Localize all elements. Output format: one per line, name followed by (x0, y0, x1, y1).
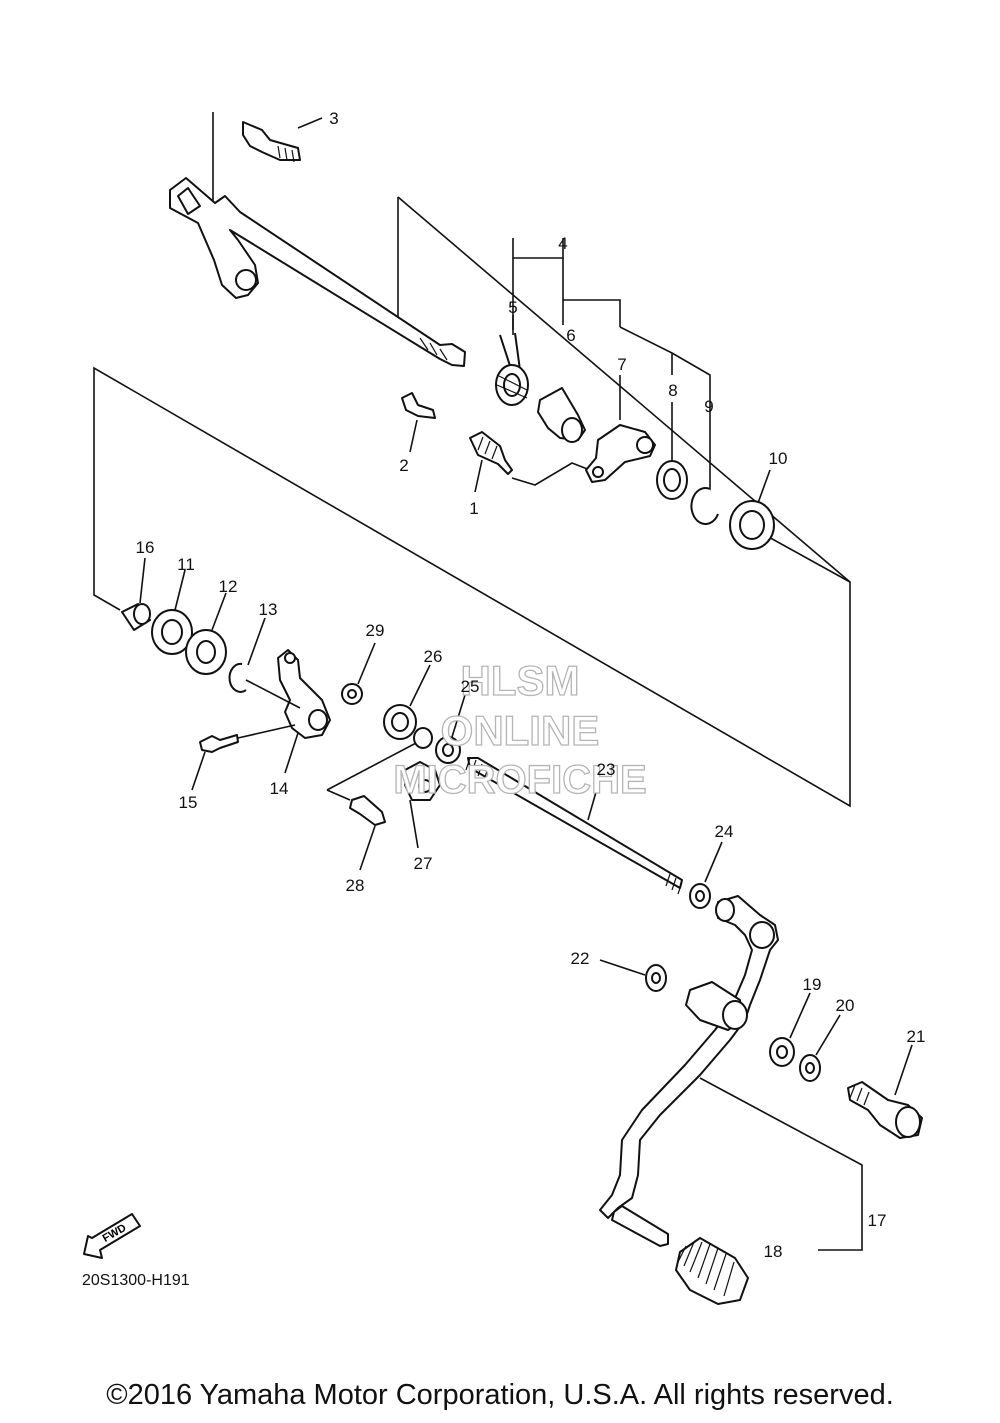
label-23: 23 (597, 760, 616, 779)
part-20-clip (799, 1054, 821, 1082)
part-3-bolt (242, 121, 301, 163)
part-17-pedal (599, 895, 779, 1247)
label-6: 6 (566, 326, 575, 345)
label-22: 22 (571, 949, 590, 968)
label-2: 2 (399, 456, 408, 475)
label-25: 25 (461, 677, 480, 696)
label-24: 24 (715, 822, 734, 841)
part-14-lever (245, 649, 331, 739)
label-13: 13 (259, 600, 278, 619)
part-1-pin (469, 431, 513, 475)
part-26-joint (383, 704, 433, 749)
drawing-code: 20S1300-H191 (82, 1272, 190, 1289)
part-15-bolt (199, 724, 296, 753)
watermark-line-1: HLSM (461, 657, 580, 704)
part-18-rubber (675, 1237, 749, 1305)
label-8: 8 (668, 381, 677, 400)
part-8-washer (656, 460, 688, 500)
part-labels: 1 2 3 4 5 6 7 8 9 10 11 12 13 14 15 16 1… (136, 109, 926, 1261)
label-20: 20 (836, 996, 855, 1015)
part-28-bolt (349, 795, 386, 826)
label-29: 29 (366, 621, 385, 640)
label-18: 18 (764, 1242, 783, 1261)
label-27: 27 (414, 854, 433, 873)
part-24-nut (689, 883, 711, 909)
label-14: 14 (270, 779, 289, 798)
label-7: 7 (617, 355, 626, 374)
watermark: HLSM ONLINE MICROFICHE (393, 656, 648, 802)
part-7-arm (585, 424, 656, 483)
watermark-line-2: ONLINE (441, 707, 600, 754)
part-13-clip (228, 662, 247, 693)
fwd-arrow-icon: FWD (83, 1213, 141, 1259)
part-16-bearing (121, 603, 151, 631)
label-11: 11 (177, 555, 195, 574)
part-9-clip (690, 487, 719, 526)
label-12: 12 (219, 577, 238, 596)
label-5: 5 (508, 298, 517, 317)
label-9: 9 (704, 397, 713, 416)
part-25-nut (435, 736, 461, 764)
part-6-collar (537, 387, 586, 443)
shift-shaft (169, 177, 466, 367)
label-3: 3 (329, 109, 338, 128)
label-4: 4 (558, 234, 567, 253)
leader-lines (139, 117, 913, 1096)
part-12-washer (185, 629, 227, 675)
frame-lines (93, 112, 863, 1251)
label-15: 15 (179, 793, 198, 812)
part-29-collar (341, 683, 363, 705)
label-10: 10 (769, 449, 788, 468)
label-17: 17 (868, 1211, 887, 1230)
part-5-spring (495, 332, 529, 406)
part-19-washer (769, 1037, 795, 1067)
copyright-notice: ©2016 Yamaha Motor Corporation, U.S.A. A… (106, 1379, 894, 1411)
part-10-washer (729, 500, 775, 550)
label-26: 26 (424, 647, 443, 666)
part-11-seal (151, 609, 193, 655)
label-19: 19 (803, 975, 822, 994)
label-21: 21 (907, 1027, 926, 1046)
part-21-bolt (847, 1081, 923, 1139)
watermark-line-3: MICROFICHE (393, 758, 646, 802)
label-28: 28 (346, 876, 365, 895)
part-23-rod (465, 757, 683, 895)
label-1: 1 (469, 499, 478, 518)
part-22-washer (645, 964, 667, 992)
label-16: 16 (136, 538, 155, 557)
part-27-joint (404, 761, 441, 801)
part-2-bolt (401, 392, 436, 419)
